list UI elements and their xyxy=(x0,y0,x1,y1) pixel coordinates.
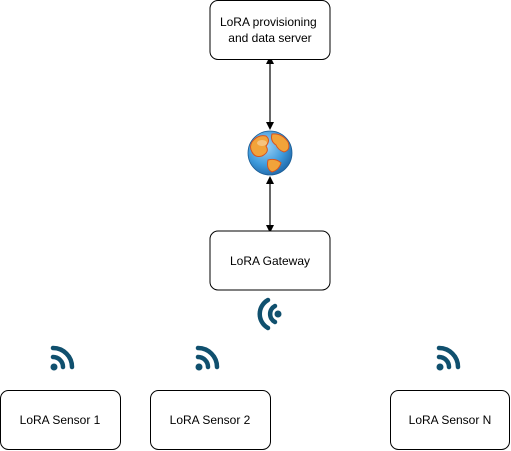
server-box xyxy=(209,0,331,60)
gateway-box xyxy=(209,230,331,291)
wifi-signal-icon xyxy=(195,345,220,371)
gateway-node[interactable]: LoRA Gateway xyxy=(209,230,331,291)
server-label-line-2: and data server xyxy=(228,31,311,45)
wifi-signal-icon xyxy=(50,345,75,371)
sensor-box xyxy=(390,390,510,450)
sensor-node-n[interactable]: LoRA Sensor N xyxy=(390,390,510,450)
sensor-label: LoRA Sensor 1 xyxy=(20,413,101,427)
globe-icon xyxy=(247,130,293,176)
sensor-box xyxy=(0,390,121,450)
gateway-label: LoRA Gateway xyxy=(230,254,310,268)
sensor-label: LoRA Sensor N xyxy=(409,413,492,427)
server-label: LoRA provisioning and data server xyxy=(220,15,320,45)
wifi-signal-icon xyxy=(436,345,461,371)
server-label-line-1: LoRA provisioning xyxy=(220,15,317,29)
sensor-node-2[interactable]: LoRA Sensor 2 xyxy=(150,390,271,450)
sensor-node-1[interactable]: LoRA Sensor 1 xyxy=(0,390,121,450)
sensor-box xyxy=(150,390,271,450)
sensor-label: LoRA Sensor 2 xyxy=(170,413,251,427)
server-node[interactable]: LoRA provisioning and data server xyxy=(209,0,331,60)
gateway-antenna-icon xyxy=(257,297,282,331)
